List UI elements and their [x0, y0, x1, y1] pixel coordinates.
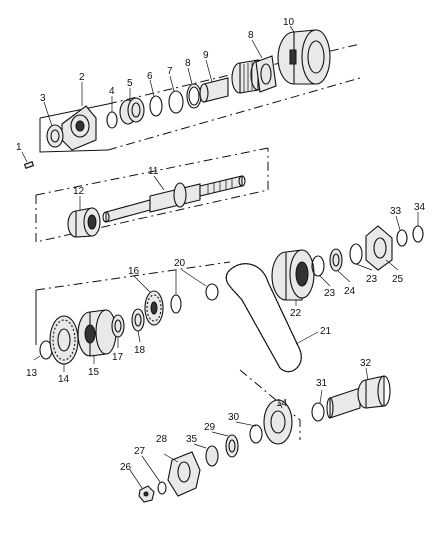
part-12-sprocket-hub [67, 207, 101, 238]
callout-31: 31 [316, 378, 328, 389]
callout-1: 1 [16, 142, 22, 153]
callout-11: 11 [148, 166, 159, 177]
part-4-ring [106, 111, 118, 129]
part-3-seal [46, 124, 64, 148]
callout-32: 32 [360, 358, 372, 369]
callout-8a: 8 [185, 58, 191, 69]
part-14-sprocket-lower [263, 399, 293, 445]
part-25-oil-pump [365, 225, 393, 271]
part-8a-ring [186, 83, 202, 109]
part-27-washer [157, 481, 167, 495]
part-33-seal [396, 229, 408, 247]
callout-labels: 1 2 3 4 5 6 7 8 8 9 10 11 12 13 14 15 16… [16, 17, 426, 473]
shaft-group-frame [35, 147, 269, 243]
part-32-output-shaft [326, 375, 391, 419]
callout-30: 30 [228, 412, 240, 423]
callout-22: 22 [290, 308, 302, 319]
callout-7: 7 [167, 66, 173, 77]
part-10-planetary-carrier [277, 29, 331, 85]
callout-28: 28 [156, 434, 168, 445]
callout-24: 24 [344, 286, 356, 297]
part-15-clutch-drum [77, 309, 117, 357]
part-20-ring-b [205, 283, 219, 301]
callout-9: 9 [203, 50, 209, 61]
callout-33: 33 [390, 206, 402, 217]
part-31-ring [311, 402, 325, 422]
part-28-yoke [167, 451, 201, 497]
callout-20: 20 [174, 258, 186, 269]
callout-15: 15 [88, 367, 100, 378]
callout-14b: 14 [276, 398, 288, 409]
part-26-nut [138, 485, 155, 503]
callout-2: 2 [79, 72, 85, 83]
callout-35: 35 [186, 434, 198, 445]
callout-26: 26 [120, 462, 132, 473]
part-11-main-shaft [102, 175, 246, 223]
callout-3: 3 [40, 93, 46, 104]
part-8b-gasket [255, 55, 277, 93]
part-7-ring [168, 90, 184, 114]
part-16-gear [144, 290, 164, 326]
part-2-bracket [61, 105, 97, 151]
callout-4: 4 [109, 86, 115, 97]
part-22-driven-sprocket [271, 249, 315, 301]
callout-12: 12 [73, 186, 85, 197]
part-1-pin [23, 161, 35, 169]
part-30-ring [249, 424, 263, 444]
callout-29: 29 [204, 422, 216, 433]
part-6-snap-ring [149, 95, 163, 117]
part-23-ring-b [349, 243, 363, 265]
part-14-drive-sprocket [49, 315, 79, 365]
callout-8b: 8 [248, 30, 254, 41]
part-24-bearing [329, 248, 343, 272]
callout-23b: 23 [366, 274, 378, 285]
callout-13: 13 [26, 368, 38, 379]
callout-27: 27 [134, 446, 146, 457]
callout-6: 6 [147, 71, 153, 82]
callout-14a: 14 [58, 374, 70, 385]
part-23-ring-a [311, 255, 325, 277]
callout-23a: 23 [324, 288, 336, 299]
callout-16: 16 [128, 266, 140, 277]
callout-17: 17 [112, 352, 124, 363]
callout-10: 10 [283, 17, 295, 28]
part-9-input-shaft [199, 59, 266, 103]
part-18-bushing [131, 308, 145, 332]
callout-25: 25 [392, 274, 404, 285]
callout-5: 5 [127, 78, 133, 89]
part-35-sleeve [205, 445, 219, 467]
part-29-bearing [225, 434, 239, 458]
callout-34: 34 [414, 202, 426, 213]
part-21-drive-chain [225, 263, 302, 373]
bottom-group-frame [35, 261, 301, 440]
part-20-ring-a [170, 294, 182, 314]
leader-lines [21, 25, 419, 489]
part-5-bearing [119, 97, 145, 125]
callout-21: 21 [320, 326, 332, 337]
callout-18: 18 [134, 345, 146, 356]
part-34-ring [412, 225, 424, 243]
part-17-bushing [111, 314, 125, 338]
